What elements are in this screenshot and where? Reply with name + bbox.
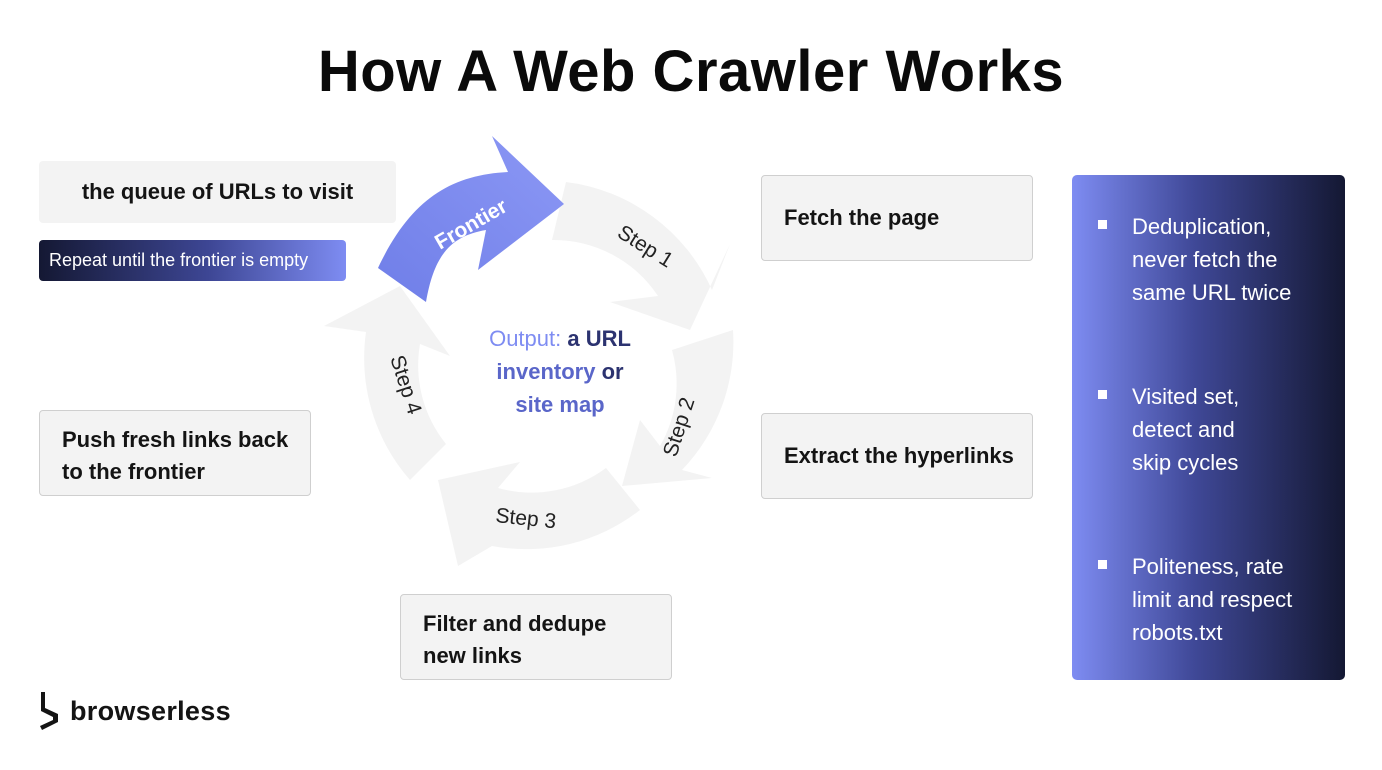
- frontier-arrow: [378, 136, 564, 302]
- step-extract-box: Extract the hyperlinks: [761, 413, 1033, 499]
- step2-arrow: [622, 330, 734, 486]
- repeat-label: Repeat until the frontier is empty: [39, 240, 346, 281]
- step1-arrow: [552, 182, 730, 330]
- brand-logo: browserless: [38, 690, 231, 732]
- tip-line: same URL twice: [1132, 280, 1292, 305]
- step3-arrow: [438, 462, 640, 566]
- push-text-line2: to the frontier: [62, 459, 205, 484]
- step-filter-box: Filter and dedupe new links: [400, 594, 672, 680]
- frontier-queue-label: the queue of URLs to visit: [39, 161, 396, 223]
- filter-text-line1: Filter and dedupe: [423, 611, 607, 636]
- output-part1: a URL: [567, 326, 631, 351]
- tip-line: Deduplication,: [1132, 214, 1272, 239]
- output-part3: or: [601, 359, 624, 384]
- step-fetch-box: Fetch the page: [761, 175, 1033, 261]
- tips-panel: Deduplication, never fetch the same URL …: [1072, 175, 1345, 680]
- cycle-output-text: Output: a URL inventory or site map: [440, 322, 680, 421]
- tip-line: robots.txt: [1132, 620, 1223, 645]
- bullet-icon: [1098, 560, 1107, 569]
- browserless-logo-icon: [40, 692, 58, 730]
- output-part2: inventory: [496, 359, 596, 384]
- tip-line: detect and: [1132, 417, 1235, 442]
- tip-line: skip cycles: [1132, 450, 1239, 475]
- fetch-text: Fetch the page: [784, 205, 940, 230]
- extract-text: Extract the hyperlinks: [784, 443, 1014, 468]
- queue-label-text: the queue of URLs to visit: [81, 179, 354, 204]
- filter-text-line2: new links: [423, 643, 523, 668]
- push-text-line1: Push fresh links back: [62, 427, 289, 452]
- tip-line: limit and respect: [1132, 587, 1293, 612]
- step4-arrow: [324, 286, 450, 480]
- step-push-box: Push fresh links back to the frontier: [39, 410, 311, 496]
- tip-line: never fetch the: [1132, 247, 1278, 272]
- bullet-icon: [1098, 390, 1107, 399]
- page-title: How A Web Crawler Works: [317, 39, 1065, 104]
- tip-line: Visited set,: [1132, 384, 1240, 409]
- brand-name: browserless: [70, 695, 231, 726]
- tip-line: Politeness, rate: [1132, 554, 1284, 579]
- bullet-icon: [1098, 220, 1107, 229]
- output-prefix: Output:: [489, 326, 562, 351]
- output-part4: site map: [515, 392, 605, 417]
